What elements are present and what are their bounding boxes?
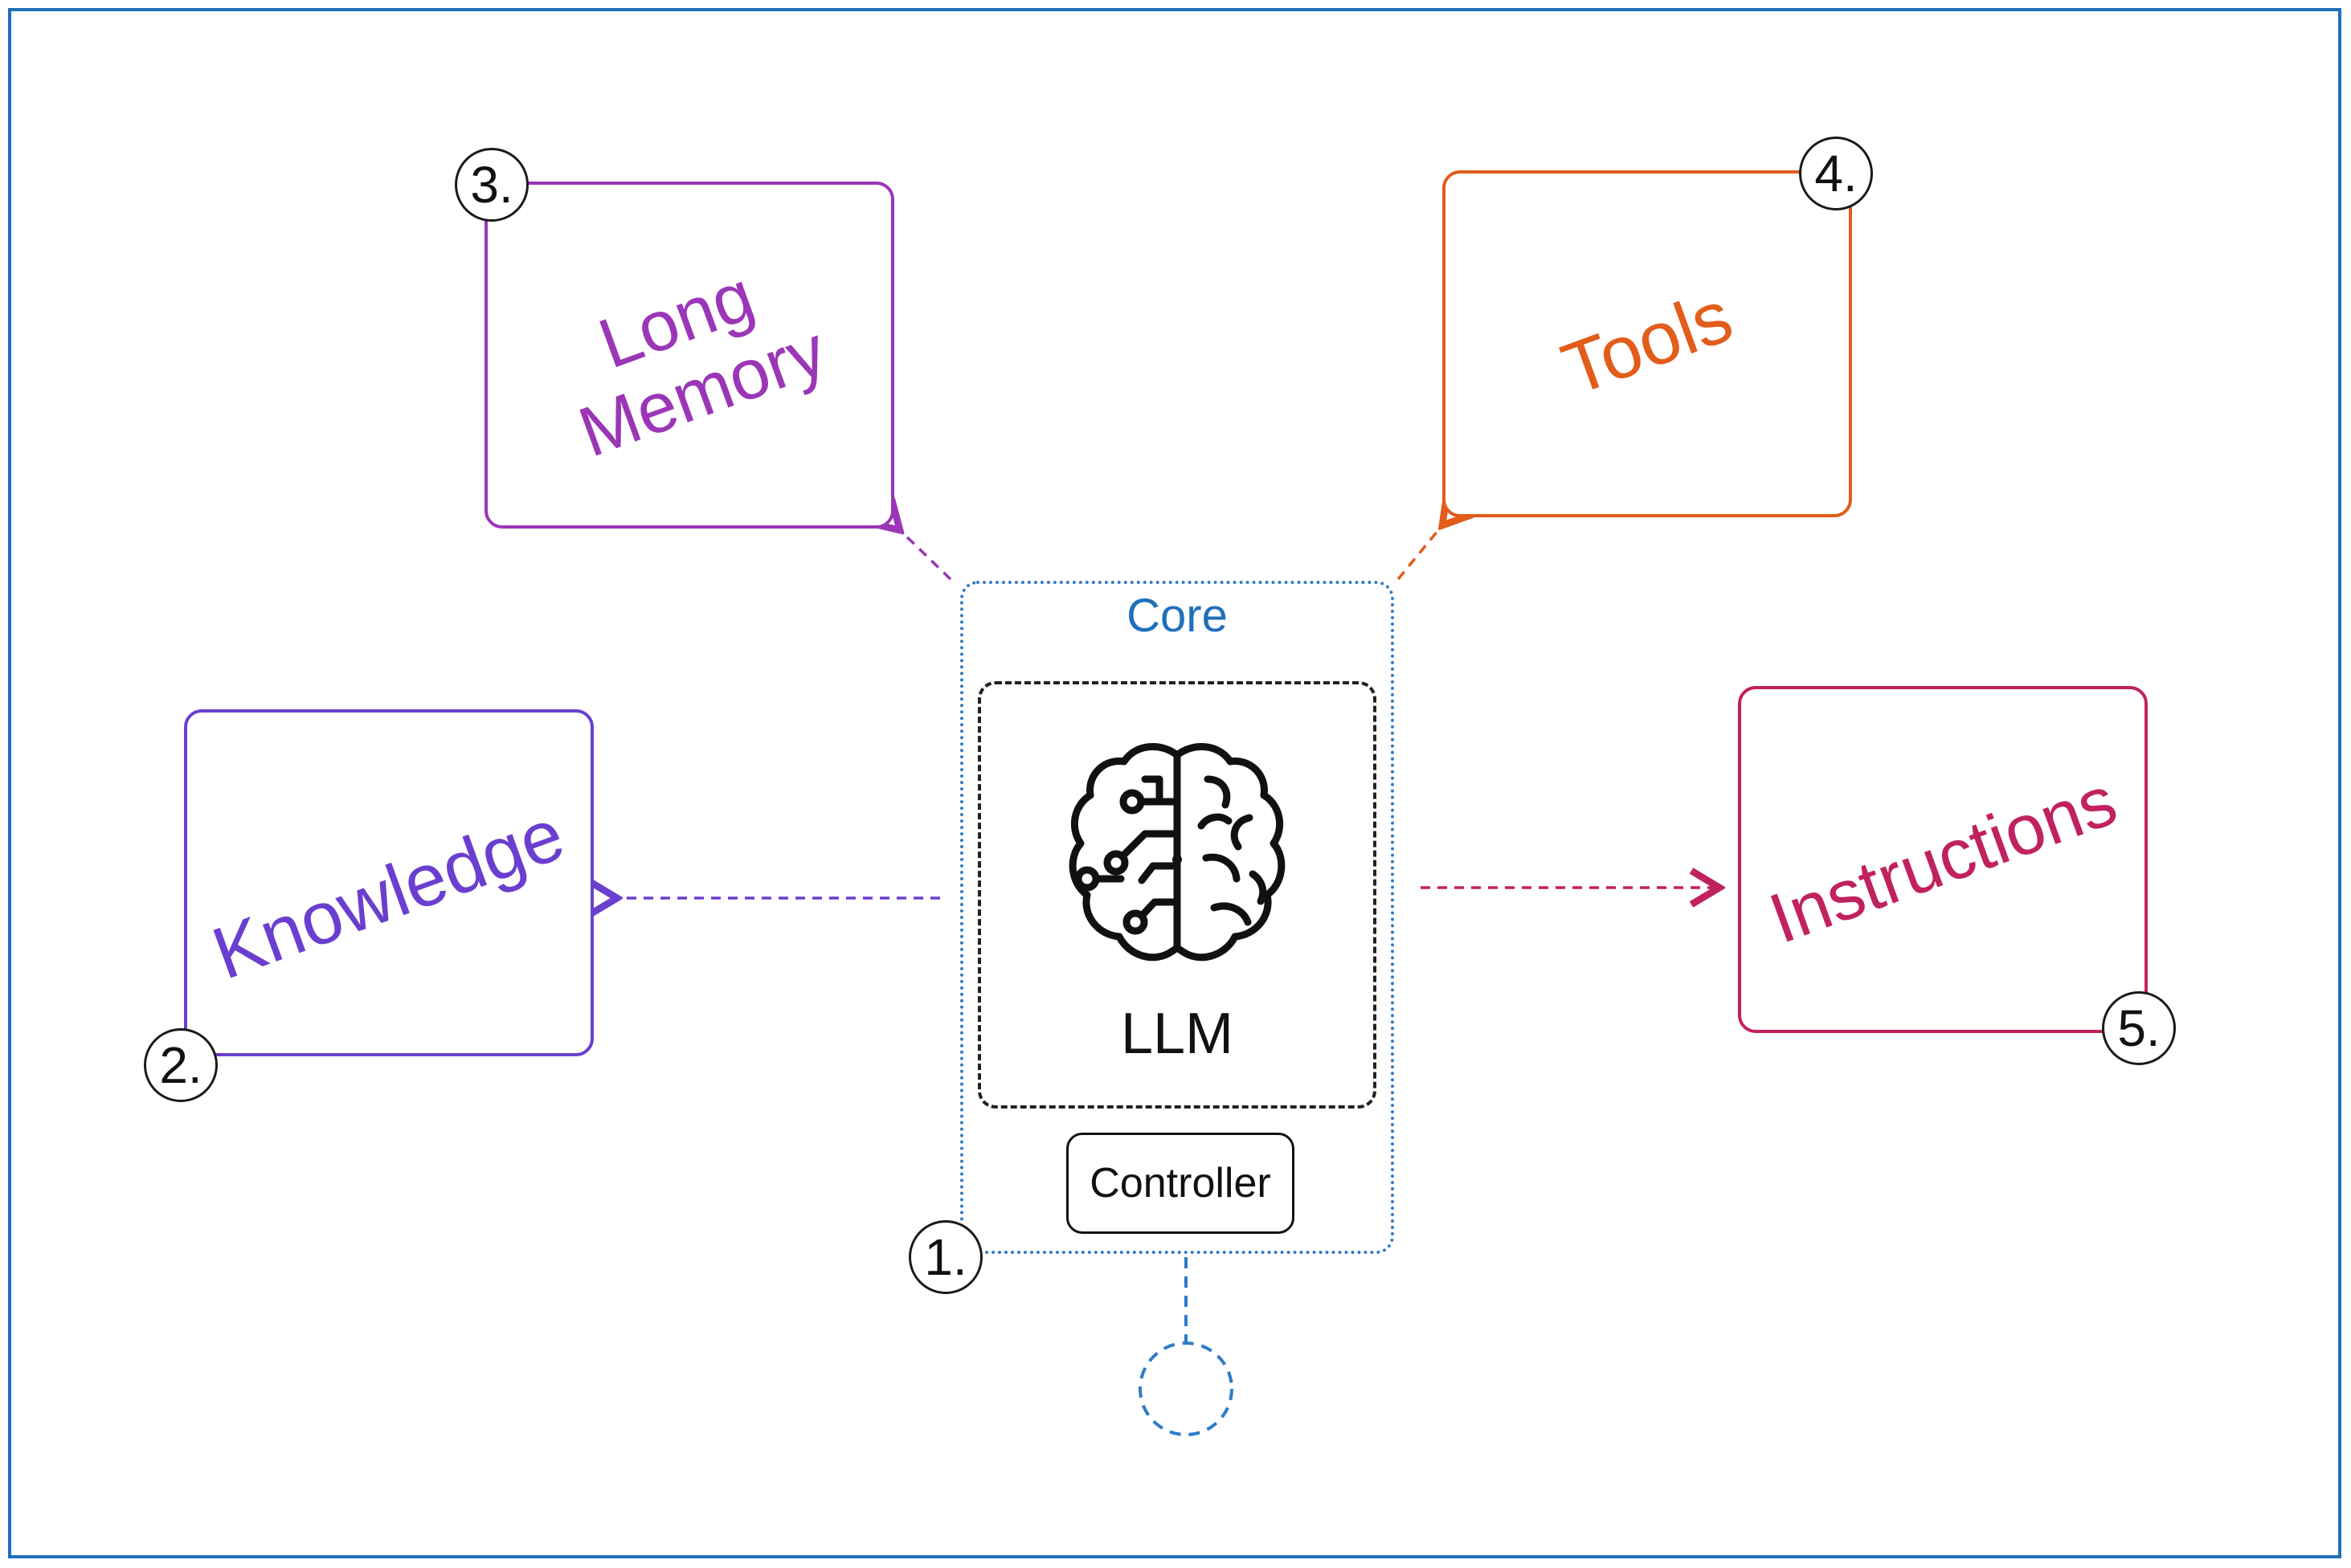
instructions-box[interactable]: Instructions: [1738, 686, 2148, 1033]
instructions-label: Instructions: [1759, 760, 2127, 959]
tools-box[interactable]: Tools: [1442, 170, 1852, 517]
core-title: Core: [1126, 590, 1228, 642]
long-memory-label: Long Memory: [568, 255, 836, 472]
long-memory-box[interactable]: Long Memory: [485, 182, 894, 529]
arrow-to-tools: [1396, 525, 1442, 581]
tools-label: Tools: [1552, 275, 1743, 412]
controller-box[interactable]: Controller: [1066, 1133, 1294, 1234]
core-container[interactable]: [960, 581, 1394, 1254]
llm-box[interactable]: [978, 681, 1376, 1109]
instructions-badge: 5.: [2102, 991, 2176, 1065]
controller-label: Controller: [1090, 1160, 1271, 1207]
brain-circuit-icon: [1069, 743, 1286, 962]
core-output-port[interactable]: [1139, 1341, 1233, 1436]
knowledge-label: Knowledge: [202, 793, 575, 996]
long-memory-badge: 3.: [455, 148, 529, 222]
llm-label: LLM: [1120, 1002, 1234, 1066]
arrow-to-long-memory: [900, 530, 952, 581]
knowledge-badge: 2.: [144, 1028, 218, 1102]
knowledge-box[interactable]: Knowledge: [184, 709, 594, 1056]
core-badge: 1.: [909, 1220, 983, 1294]
diagram-frame: [8, 8, 2341, 1558]
tools-badge: 4.: [1799, 137, 1873, 210]
